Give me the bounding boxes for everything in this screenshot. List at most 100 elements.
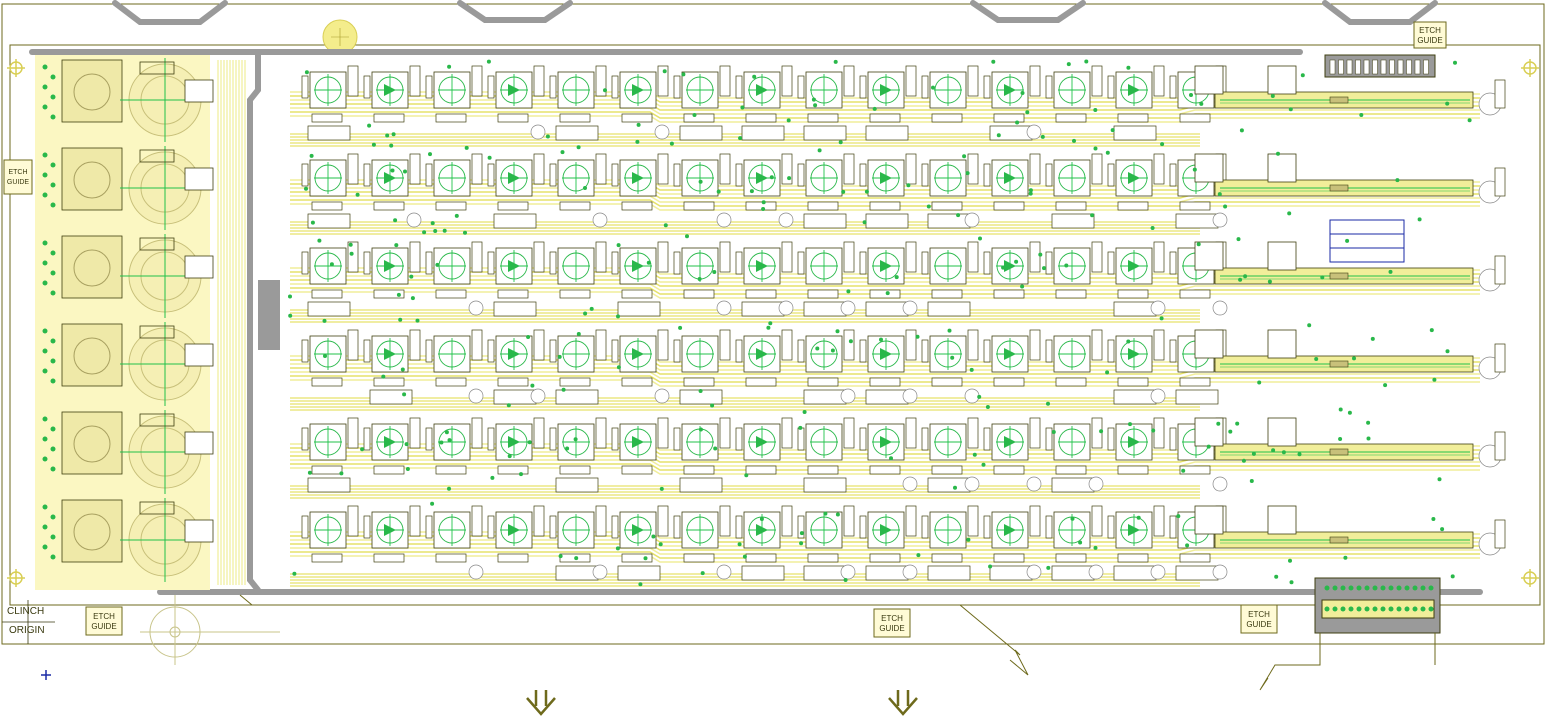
svg-text:ETCH: ETCH — [1248, 610, 1270, 619]
via — [1450, 574, 1455, 579]
via — [685, 234, 689, 239]
via — [786, 118, 791, 123]
via — [430, 221, 435, 226]
via — [1040, 134, 1045, 139]
via — [894, 275, 899, 280]
svg-text:GUIDE: GUIDE — [7, 179, 30, 186]
trace — [290, 375, 1480, 383]
circuit-stage — [921, 65, 979, 123]
via — [1185, 543, 1190, 548]
via — [1300, 73, 1305, 78]
via — [1126, 339, 1131, 344]
via — [1297, 452, 1302, 457]
circuit-stage — [735, 65, 793, 141]
via — [1249, 479, 1254, 483]
via — [430, 501, 435, 506]
via — [799, 541, 804, 546]
via — [700, 571, 705, 576]
circuit-stage — [363, 329, 421, 405]
circuit-stage — [983, 65, 1042, 141]
via — [1066, 62, 1071, 67]
via — [1288, 558, 1292, 563]
via — [447, 486, 451, 491]
circuit-stage — [611, 241, 669, 317]
via — [833, 59, 838, 64]
via — [766, 325, 771, 330]
circuit-stage — [425, 65, 483, 123]
via — [1431, 517, 1436, 521]
svg-text:GUIDE: GUIDE — [1417, 36, 1442, 45]
circuit-stage — [487, 329, 546, 405]
via — [1445, 101, 1450, 106]
via — [966, 537, 971, 542]
via — [635, 139, 640, 144]
via — [712, 270, 717, 274]
trace — [290, 195, 1480, 203]
circuit-stage — [549, 241, 607, 299]
center-bus — [247, 52, 280, 593]
xlr-jack — [42, 410, 214, 494]
via — [1090, 213, 1095, 218]
via — [1440, 527, 1445, 532]
via — [761, 207, 766, 211]
via — [889, 456, 893, 461]
circuit-stage — [921, 241, 979, 317]
via — [872, 106, 877, 111]
via — [697, 277, 702, 281]
via — [391, 132, 396, 137]
via — [404, 442, 409, 447]
circuit-stages — [301, 65, 1228, 581]
via — [1150, 226, 1155, 230]
circuit-stage — [1107, 505, 1166, 581]
via — [1338, 437, 1343, 441]
via — [1093, 108, 1098, 112]
via — [663, 223, 668, 228]
via — [1267, 279, 1272, 284]
via — [1417, 217, 1422, 222]
via — [1314, 357, 1319, 361]
via — [464, 145, 469, 150]
via — [1206, 444, 1211, 449]
trace — [290, 287, 1480, 295]
via — [1432, 377, 1437, 382]
trace — [290, 107, 1480, 115]
fader-slot — [1194, 417, 1506, 468]
circuit-stage — [921, 417, 980, 493]
via — [1343, 555, 1348, 560]
trace — [290, 371, 1480, 379]
via — [1288, 107, 1293, 112]
via — [1238, 277, 1243, 282]
circuit-stage — [1107, 65, 1165, 141]
via — [1046, 401, 1050, 406]
via — [349, 251, 354, 256]
via — [409, 274, 414, 279]
circuit-stage — [487, 417, 545, 475]
via — [1338, 407, 1343, 412]
via — [926, 204, 931, 209]
trace — [290, 459, 1480, 467]
via — [1028, 188, 1033, 193]
via — [915, 334, 920, 339]
circuit-stage — [549, 417, 607, 493]
via — [1084, 59, 1089, 64]
circuit-stage — [549, 153, 608, 228]
via — [394, 243, 399, 248]
via — [1289, 580, 1294, 585]
clinch-origin: CLINCH ORIGIN — [2, 595, 280, 665]
via — [433, 229, 438, 233]
via — [1453, 60, 1457, 65]
via — [1196, 242, 1201, 247]
via — [527, 440, 532, 445]
via — [977, 394, 982, 399]
via — [1199, 101, 1204, 106]
via — [1320, 275, 1325, 280]
circuit-stage — [363, 241, 421, 299]
via — [1176, 514, 1181, 519]
xlr-jack — [42, 234, 214, 318]
circuit-stage — [1045, 65, 1103, 123]
via — [835, 329, 840, 334]
via — [799, 531, 804, 536]
circuit-stage — [735, 417, 793, 475]
circuit-stage — [797, 153, 855, 229]
via — [838, 140, 843, 145]
